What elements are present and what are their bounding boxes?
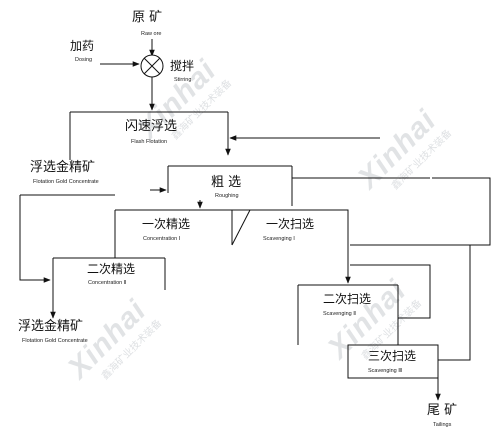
concentration-1-cell: 一次精选 Concentration Ⅰ [114, 209, 233, 258]
dosing-label: 加药 Dosing [70, 39, 94, 63]
svg-text:Tailings: Tailings [433, 422, 452, 428]
svg-text:一次扫选: 一次扫选 [266, 217, 314, 231]
svg-text:Roughing: Roughing [215, 193, 239, 199]
svg-text:Flotation Gold Concentrate: Flotation Gold Concentrate [22, 338, 88, 344]
stirring-tank-icon [140, 54, 164, 78]
svg-text:加药: 加药 [70, 39, 94, 53]
svg-text:闪速浮选: 闪速浮选 [125, 119, 177, 134]
svg-text:浮选金精矿: 浮选金精矿 [30, 159, 95, 175]
flash-flotation-cell: 闪速浮选 Flash Flotation [69, 111, 228, 160]
svg-text:三次扫选: 三次扫选 [368, 349, 416, 363]
svg-text:Stirring: Stirring [174, 77, 191, 83]
svg-text:尾 矿: 尾 矿 [427, 403, 457, 418]
svg-text:Flash Flotation: Flash Flotation [131, 139, 167, 145]
scavenging-2-cell: 二次扫选 Scavenging Ⅱ [297, 284, 399, 345]
svg-text:Concentration Ⅰ: Concentration Ⅰ [143, 236, 181, 242]
stirring-label: 搅拌 Stirring [170, 58, 194, 83]
svg-text:Scavenging Ⅱ: Scavenging Ⅱ [323, 311, 356, 317]
svg-text:Scavenging Ⅲ: Scavenging Ⅲ [368, 368, 402, 374]
svg-text:原 矿: 原 矿 [132, 10, 162, 25]
svg-text:Concentration Ⅱ: Concentration Ⅱ [88, 280, 127, 286]
svg-text:Raw ore: Raw ore [141, 31, 161, 37]
watermark-bottom: Xinhai 鑫海矿业技术装备 [60, 294, 164, 387]
svg-text:二次精选: 二次精选 [87, 262, 135, 276]
tailings-label: 尾 矿 Tailings [427, 403, 457, 428]
svg-text:搅拌: 搅拌 [170, 58, 194, 73]
concentration-2-cell: 二次精选 Concentration Ⅱ [52, 257, 166, 300]
svg-text:粗 选: 粗 选 [211, 175, 241, 190]
svg-text:Flotation Gold Concentrate: Flotation Gold Concentrate [33, 179, 99, 185]
scavenging-1-cell: 一次扫选 Scavenging Ⅰ [231, 209, 349, 258]
watermark-right: Xinhai 鑫海矿业技术装备 [350, 104, 454, 197]
gold-concentrate-top-label: 浮选金精矿 Flotation Gold Concentrate [30, 159, 99, 185]
svg-text:Scavenging Ⅰ: Scavenging Ⅰ [263, 236, 295, 242]
scavenging-3-cell: 三次扫选 Scavenging Ⅲ [347, 344, 439, 379]
roughing-cell: 粗 选 Roughing [167, 165, 293, 206]
gold-concentrate-bottom-label: 浮选金精矿 Flotation Gold Concentrate [18, 318, 88, 344]
svg-text:二次扫选: 二次扫选 [323, 292, 371, 306]
svg-text:Dosing: Dosing [75, 57, 92, 63]
raw-ore-label: 原 矿 Raw ore [132, 10, 162, 37]
svg-text:一次精选: 一次精选 [142, 217, 190, 231]
svg-text:浮选金精矿: 浮选金精矿 [18, 318, 83, 334]
